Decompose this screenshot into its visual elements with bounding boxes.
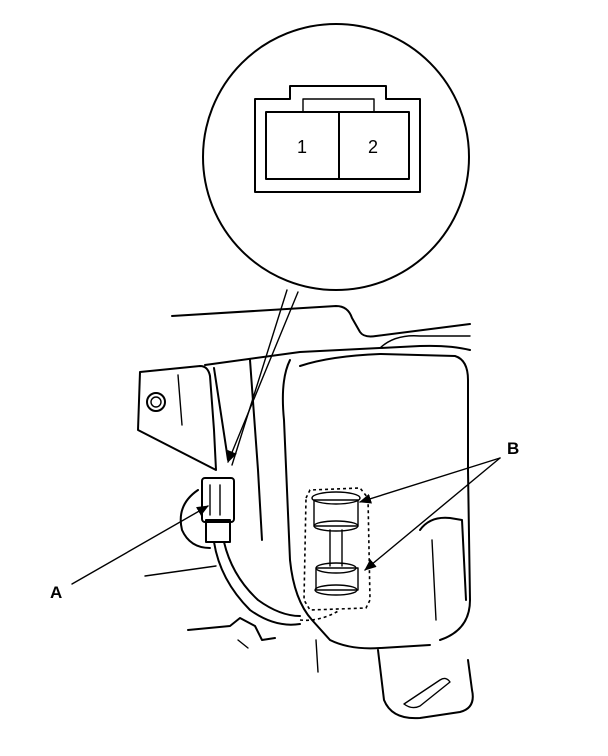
callout-a: A <box>50 505 209 602</box>
terminal-cavity-2 <box>338 111 410 180</box>
lamp-housing <box>137 305 474 720</box>
connector-detail-view: 1 2 <box>202 23 470 291</box>
callout-b: B <box>359 439 519 571</box>
magnifier-pointer-arrow <box>227 291 299 463</box>
magnifier-leader-line <box>231 289 288 466</box>
connector-housing <box>254 85 421 193</box>
connector-latch <box>302 98 375 113</box>
mounting-hole <box>146 392 166 412</box>
magnifier-circle <box>202 23 470 291</box>
bulb-sockets-b <box>303 487 371 611</box>
pin-label-2: 2 <box>368 137 378 157</box>
connector-a <box>144 477 341 626</box>
pin-label-1: 1 <box>297 137 307 157</box>
label-a: A <box>50 583 62 602</box>
label-b: B <box>507 439 519 458</box>
